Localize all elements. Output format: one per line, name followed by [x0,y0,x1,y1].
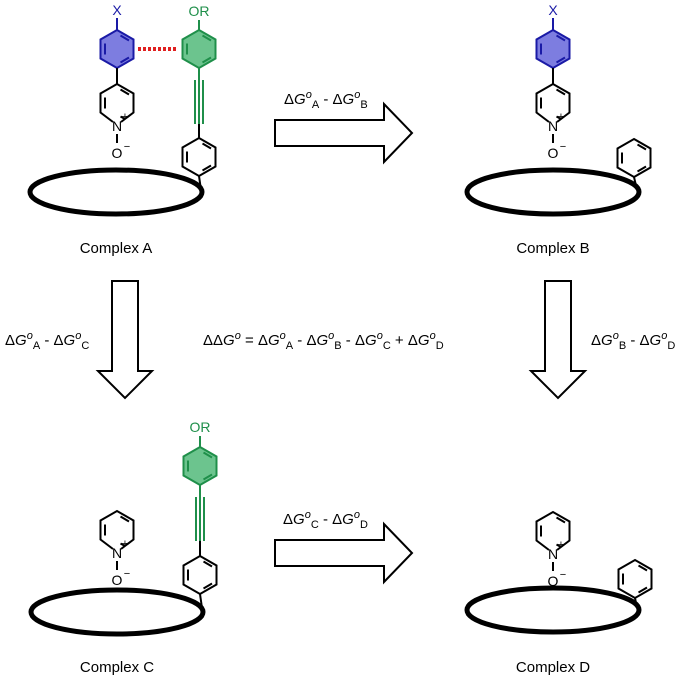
pyridine-n-oxide-ring [99,83,135,123]
delta-g-a-minus-c: ΔGoA - ΔGoC [5,330,89,352]
macrocycle-ring [464,167,642,217]
complex-c-label: Complex C [80,659,154,676]
nitrogen-atom: N [548,546,558,562]
oxygen-atom: O [548,573,559,589]
pyridine-n-oxide-ring [535,511,571,551]
phenyl-ring [616,138,652,178]
phenyl-ring [617,559,653,599]
green-aryl-ring [181,29,217,69]
minus-charge: − [560,569,566,581]
delta-g-c-minus-d: ΔGoC - ΔGoD [283,509,368,531]
pyridine-n-oxide-ring [99,510,135,550]
ether-group: OR [189,3,210,19]
oxygen-atom: O [112,572,123,588]
pyridine-n-oxide-ring [535,83,571,123]
complex-d-label: Complex D [516,659,590,676]
halide-atom: X [112,2,122,18]
phenyl-ring [182,555,218,595]
ether-group: OR [190,419,211,435]
halide-atom: X [548,2,558,18]
plus-charge: + [558,539,564,551]
plus-charge: + [122,111,128,123]
nitrogen-atom: N [112,118,122,134]
phenyl-ring [181,137,217,177]
oxygen-atom: O [548,145,559,161]
double-delta-g-equation: ΔΔGo = ΔGoA - ΔGoB - ΔGoC + ΔGoD [203,330,444,352]
macrocycle-ring [27,167,205,217]
arrow-b-to-d [528,280,588,400]
minus-charge: − [124,568,130,580]
plus-charge: + [558,111,564,123]
minus-charge: − [124,141,130,153]
complex-a-label: Complex A [80,240,153,257]
delta-g-a-minus-b: ΔGoA - ΔGoB [284,89,368,111]
complex-a: X N + O − OR Complex A [27,2,217,257]
oxygen-atom: O [112,145,123,161]
delta-g-b-minus-d: ΔGoB - ΔGoD [591,330,675,352]
arrow-a-to-c [95,280,155,400]
minus-charge: − [560,141,566,153]
plus-charge: + [122,538,128,550]
complex-c: OR N + O − Complex C [28,419,218,676]
complex-b-label: Complex B [516,240,589,257]
nitrogen-atom: N [112,545,122,561]
blue-aryl-ring [535,29,571,69]
complex-b: X N + O − Complex B [464,2,652,257]
blue-aryl-ring [99,29,135,69]
macrocycle-ring [464,585,642,635]
macrocycle-ring [28,587,206,637]
arrow-c-to-d [274,521,414,585]
complex-d: N + O − Complex D [464,511,653,676]
nitrogen-atom: N [548,118,558,134]
arrow-a-to-b [274,101,414,165]
green-aryl-ring [182,446,218,486]
